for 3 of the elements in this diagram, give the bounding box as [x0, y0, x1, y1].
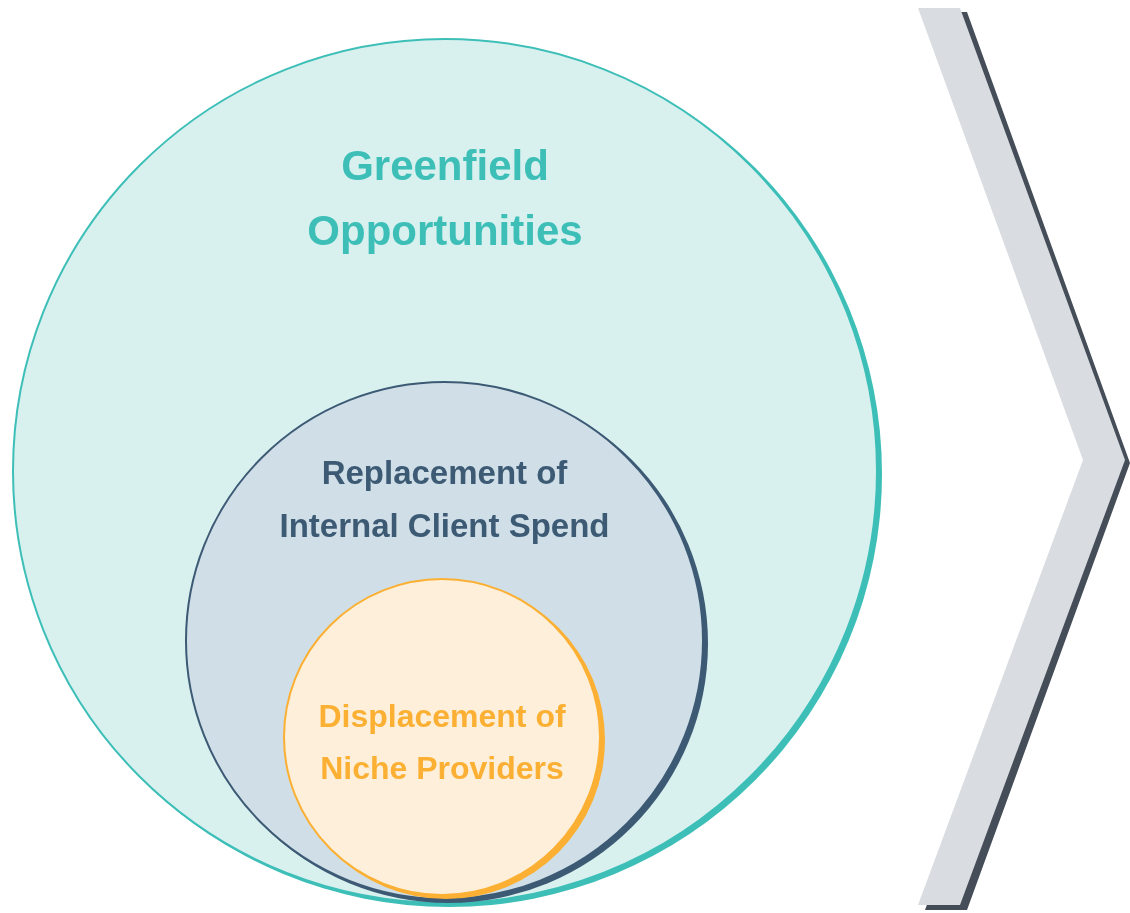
circle-label: Greenfield Opportunities [306, 141, 584, 256]
circle-label: Replacement of Internal Client Spend [278, 453, 611, 546]
circle-label: Displacement of Niche Providers [317, 697, 567, 788]
